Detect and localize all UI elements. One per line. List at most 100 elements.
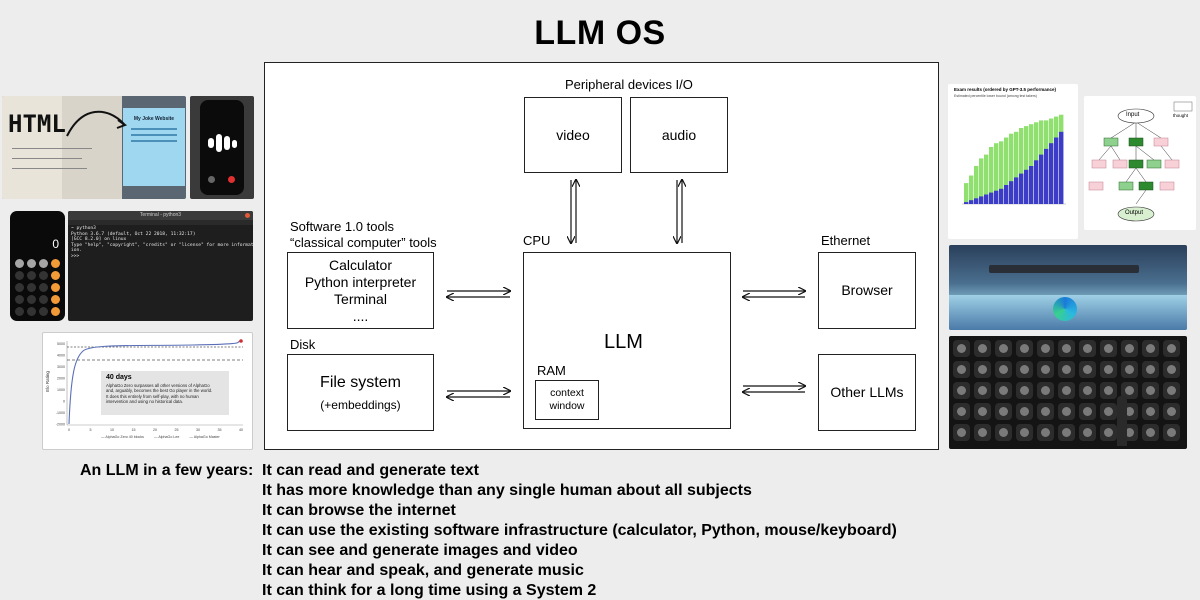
alphago-legend: — AlphaGo Zero 40 blocks— AlphaGo Lee— A…	[101, 435, 230, 439]
exam-bar-green	[1019, 128, 1024, 204]
conference-tile	[974, 403, 991, 420]
alphago-zero-curve	[68, 340, 242, 425]
audio-label: audio	[661, 126, 697, 143]
calculator-key	[51, 283, 60, 292]
html-sketch-text: HTML	[8, 110, 66, 138]
edge-logo-icon	[1053, 297, 1077, 321]
alphago-ytick: -1000	[56, 411, 65, 415]
file-system-box: File system (+embeddings)	[287, 354, 434, 431]
llm-label: LLM	[604, 331, 643, 353]
alphago-xtick: 5	[90, 428, 92, 432]
exam-bar-blue	[979, 196, 984, 204]
context-label: context	[550, 387, 584, 399]
browser-box: Browser	[818, 252, 916, 329]
embeddings-label: (+embeddings)	[320, 397, 401, 412]
calculator-key	[39, 307, 48, 316]
conference-tile	[1058, 403, 1075, 420]
exam-bar-green	[1014, 131, 1019, 204]
exam-bar-green	[1024, 126, 1029, 204]
conference-tile	[1016, 361, 1033, 378]
llm-cpu-box: LLM RAM context window	[523, 252, 731, 429]
calculator-key	[51, 271, 60, 280]
terminal-line: ~ python3	[71, 226, 96, 231]
conference-tile	[1142, 340, 1159, 357]
claim-item: It has more knowledge than any single hu…	[262, 482, 752, 499]
claims-lead: An LLM in a few years:	[80, 462, 254, 479]
exam-bar-green	[974, 166, 979, 204]
conference-tile	[953, 403, 970, 420]
alphago-xtick: 25	[175, 428, 179, 432]
tool-item: Python interpreter	[304, 273, 417, 290]
calculator-key	[39, 295, 48, 304]
conference-tile	[1163, 361, 1180, 378]
joke-website-title: My Joke Website	[133, 116, 175, 122]
alphago-ytick: -2000	[56, 423, 65, 427]
conference-tile	[1016, 340, 1033, 357]
conference-tile	[1037, 361, 1054, 378]
conference-tile	[1037, 382, 1054, 399]
exam-bar-green	[979, 158, 984, 204]
disk-label: Disk	[290, 337, 316, 352]
output-node	[1117, 206, 1155, 222]
tree-thought-label: thought	[1173, 113, 1189, 118]
calculator-key	[39, 283, 48, 292]
exam-bar-blue	[994, 190, 999, 204]
calculator-key	[39, 259, 48, 268]
claim-item: It can think for a long time using a Sys…	[262, 582, 597, 599]
ram-label: RAM	[537, 363, 566, 378]
conference-tile	[974, 382, 991, 399]
exam-results-chart: Exam results (ordered by GPT-3.5 perform…	[948, 84, 1078, 239]
speaker-figure	[1117, 396, 1127, 446]
conference-tile	[1100, 382, 1117, 399]
conference-tile	[1100, 403, 1117, 420]
conference-tile	[1058, 361, 1075, 378]
alphago-ytick: 4000	[57, 354, 65, 358]
conference-tile	[1016, 382, 1033, 399]
claim-item: It can browse the internet	[262, 502, 456, 519]
alphago-zero-endpoint	[239, 339, 243, 343]
voice-phone-thumbnail	[190, 96, 254, 199]
conference-tile	[1100, 340, 1117, 357]
conference-tile	[1163, 340, 1180, 357]
alphago-ytick: 1000	[57, 388, 65, 392]
other-llms-box: Other LLMs	[818, 354, 916, 431]
calculator-key	[15, 271, 24, 280]
exam-bar-blue	[1039, 154, 1044, 204]
conference-tile	[1058, 382, 1075, 399]
ethernet-label: Ethernet	[821, 233, 871, 248]
alphago-xtick: 40	[239, 428, 243, 432]
tree-output-label: Output	[1125, 210, 1144, 216]
conference-tile	[953, 382, 970, 399]
tool-item: ....	[352, 307, 369, 324]
calculator-key	[51, 259, 60, 268]
calculator-key	[27, 295, 36, 304]
calculator-key	[15, 307, 24, 316]
alphago-callout-line: intervention and using no historical dat…	[106, 399, 183, 405]
exam-bar-blue	[1059, 131, 1064, 204]
exam-bar-green	[964, 183, 969, 204]
context-window-box: context window	[535, 380, 599, 420]
cpu-label: CPU	[523, 233, 551, 248]
exam-bar-blue	[984, 194, 989, 204]
alphago-xtick: 35	[218, 428, 222, 432]
video-label: video	[556, 126, 590, 143]
alphago-callout-line: and, arguably, becomes the best Go playe…	[106, 388, 213, 394]
exam-bar-blue	[1029, 166, 1034, 204]
exam-bar-blue	[999, 188, 1004, 204]
terminal-line: Python 3.6.7 (default, Oct 22 2018, 11:3…	[71, 231, 196, 237]
exam-bar-green	[999, 141, 1004, 204]
alphago-legend-entry: — AlphaGo Zero 40 blocks	[101, 435, 144, 439]
alphago-xtick: 20	[153, 428, 157, 432]
classical-tools-label: “classical computer” tools	[290, 235, 437, 250]
alphago-callout-line: AlphaGo Zero surpasses all other version…	[106, 383, 210, 388]
alphago-ytick: 2000	[57, 377, 65, 381]
conference-tile	[953, 424, 970, 441]
exam-bar-blue	[1049, 143, 1054, 204]
conference-tile	[1121, 382, 1138, 399]
exam-bar-blue	[969, 200, 974, 204]
other-llms-label: Other LLMs	[830, 384, 904, 400]
alphago-legend-entry: — AlphaGo Master	[189, 435, 220, 439]
exam-bar-blue	[1054, 137, 1059, 204]
